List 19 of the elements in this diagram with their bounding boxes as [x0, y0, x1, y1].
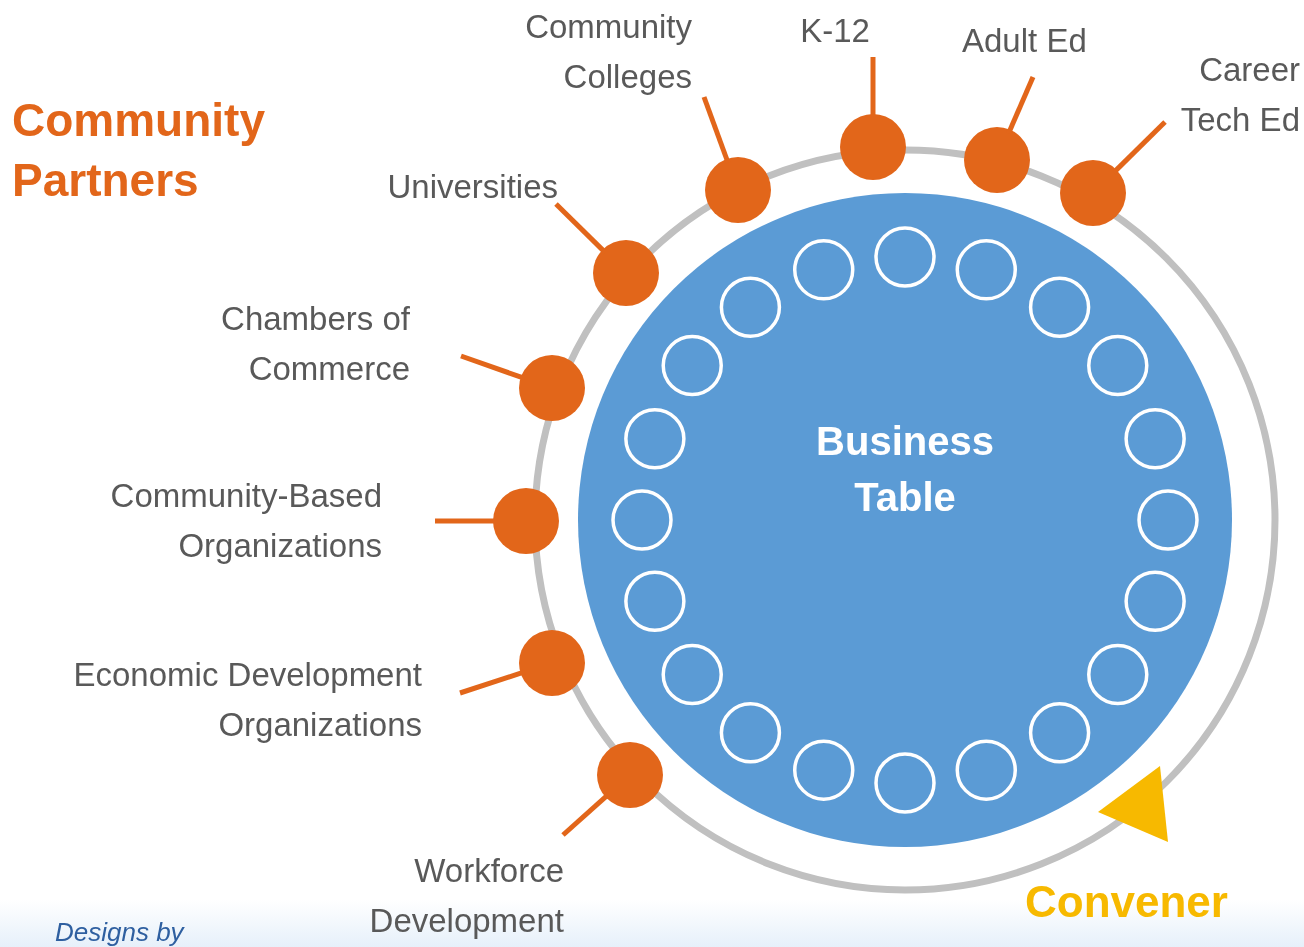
leader-line [870, 57, 876, 118]
partner-label: Adult Ed [962, 16, 1122, 66]
partner-label: Workforce Development [312, 846, 564, 946]
partner-dot [705, 157, 771, 223]
partner-label: Universities [346, 162, 558, 212]
footer-note: Designs by [55, 918, 184, 946]
partner-dot [1060, 160, 1126, 226]
partner-label: Career Tech Ed [1160, 45, 1300, 145]
leader-line [554, 202, 608, 255]
leader-line [435, 518, 497, 524]
partner-label: Community Colleges [470, 2, 692, 102]
leader-line [1111, 120, 1167, 175]
table-title: Business Table [815, 418, 995, 521]
partner-label: Chambers of Commerce [170, 294, 410, 394]
partner-label: K-12 [780, 6, 890, 56]
convener-label: Convener [1025, 876, 1228, 928]
partner-label: Economic Development Organizations [6, 650, 422, 750]
section-heading: Community Partners [12, 93, 266, 208]
partner-label: Community-Based Organizations [50, 471, 382, 571]
